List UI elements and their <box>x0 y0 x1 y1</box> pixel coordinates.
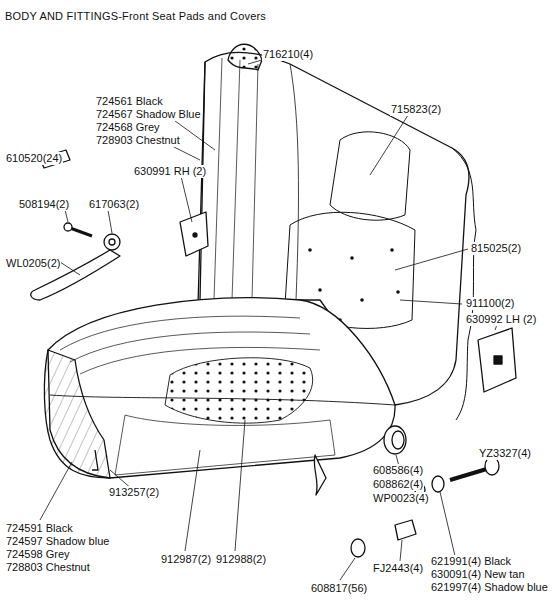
part-label: 728903 Chestnut <box>95 134 181 147</box>
part-label: WP0023(4) <box>372 492 430 505</box>
part-label: WL0205(2) <box>5 257 61 270</box>
part-label: 508194(2) <box>18 198 70 211</box>
part-label: 630991 RH (2) <box>133 165 207 178</box>
part-label: 608817(56) <box>310 582 368 595</box>
part-label: 724597 Shadow blue <box>5 535 110 548</box>
part-label: 621997(4) Shadow blue <box>430 581 549 594</box>
part-label: 610520(24) <box>5 152 63 165</box>
part-label: 913257(2) <box>108 486 160 499</box>
part-label: 630992 LH (2) <box>465 313 537 326</box>
part-label: 728803 Chestnut <box>5 561 91 574</box>
part-label: 815025(2) <box>470 242 522 255</box>
part-label: 617063(2) <box>88 198 140 211</box>
part-label: 724561 Black <box>95 95 164 108</box>
part-label: 724591 Black <box>5 522 74 535</box>
part-label: FJ2443(4) <box>372 562 424 575</box>
part-label: 724568 Grey <box>95 121 161 134</box>
diagram-title: BODY AND FITTINGS-Front Seat Pads and Co… <box>5 10 266 22</box>
part-label: 724567 Shadow Blue <box>95 108 202 121</box>
part-label: 911100(2) <box>465 297 516 310</box>
part-label: 608586(4) <box>372 464 424 477</box>
part-label: 630091(4) New tan <box>430 568 526 581</box>
part-label: 912988(2) <box>215 553 267 566</box>
part-label: 724598 Grey <box>5 548 71 561</box>
part-label: YZ3327(4) <box>478 447 532 460</box>
part-label: 716210(4) <box>262 48 314 61</box>
part-label: 715823(2) <box>390 103 442 116</box>
part-label: 912987(2) <box>160 553 212 566</box>
part-label: 608862(4) <box>372 478 424 491</box>
part-label: 621991(4) Black <box>430 555 512 568</box>
